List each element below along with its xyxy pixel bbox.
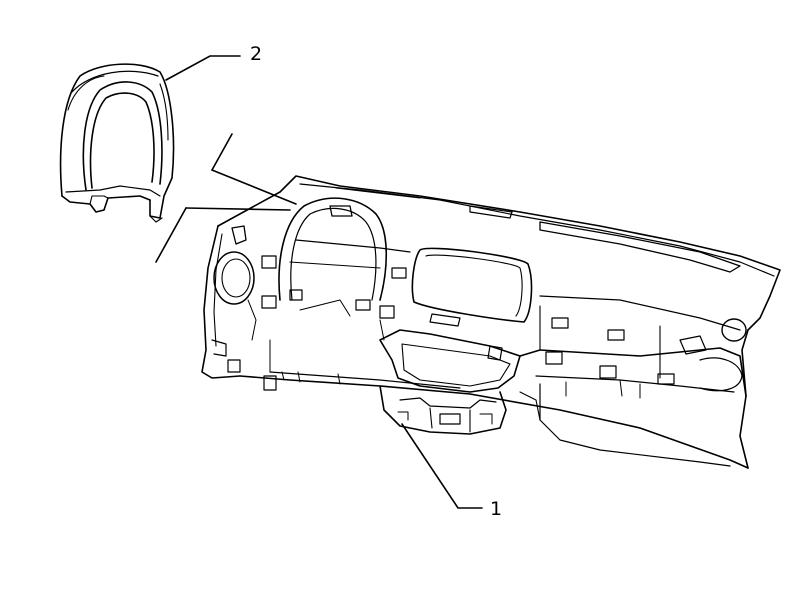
guide-line-lower <box>155 207 187 263</box>
lower-cross-beam <box>240 376 748 468</box>
dashboard-right-end <box>742 330 748 396</box>
mounting-clip <box>228 360 240 372</box>
callout-2-leader <box>165 55 241 81</box>
right-lower-shelf <box>520 348 748 468</box>
callout-2: 2 <box>165 43 262 81</box>
callout-1: 1 <box>401 423 502 520</box>
right-vent-opening <box>722 319 746 341</box>
mounting-clip <box>264 376 276 390</box>
mounting-clip <box>290 290 302 300</box>
callout-1-label: 1 <box>490 498 502 520</box>
mounting-clip <box>356 300 370 310</box>
mounting-clip <box>600 366 616 378</box>
mounting-clip <box>552 318 568 328</box>
steering-column-arch <box>279 198 386 300</box>
dashboard-top-surface <box>218 176 780 330</box>
guide-line-lower-run <box>185 207 291 211</box>
mounting-clip <box>380 306 394 318</box>
cluster-opening <box>412 248 531 322</box>
mounting-clip <box>262 256 276 268</box>
callout-1-leader <box>401 423 483 509</box>
center-lower-bracket <box>380 386 506 434</box>
defroster-vent <box>540 222 740 272</box>
left-vent-opening <box>214 252 254 304</box>
dashboard-panel <box>202 176 780 468</box>
hood-inner-arch <box>83 82 162 190</box>
instrument-cluster-hood <box>61 64 174 222</box>
hood-inner-contour <box>91 93 154 188</box>
guide-line-upper <box>211 133 233 171</box>
mounting-clip <box>392 268 406 278</box>
hood-lower-lip <box>62 196 150 212</box>
mounting-clip <box>262 296 276 308</box>
mounting-clip <box>546 352 562 364</box>
dashboard-left-end <box>202 226 240 378</box>
mounting-clip <box>608 330 624 340</box>
mounting-clip <box>658 374 674 384</box>
callout-2-label: 2 <box>250 43 262 65</box>
explosion-guide-lines <box>155 133 297 263</box>
guide-line-upper-run <box>211 169 297 205</box>
hood-outer-arch <box>61 64 174 218</box>
center-console-cavity <box>380 330 520 392</box>
